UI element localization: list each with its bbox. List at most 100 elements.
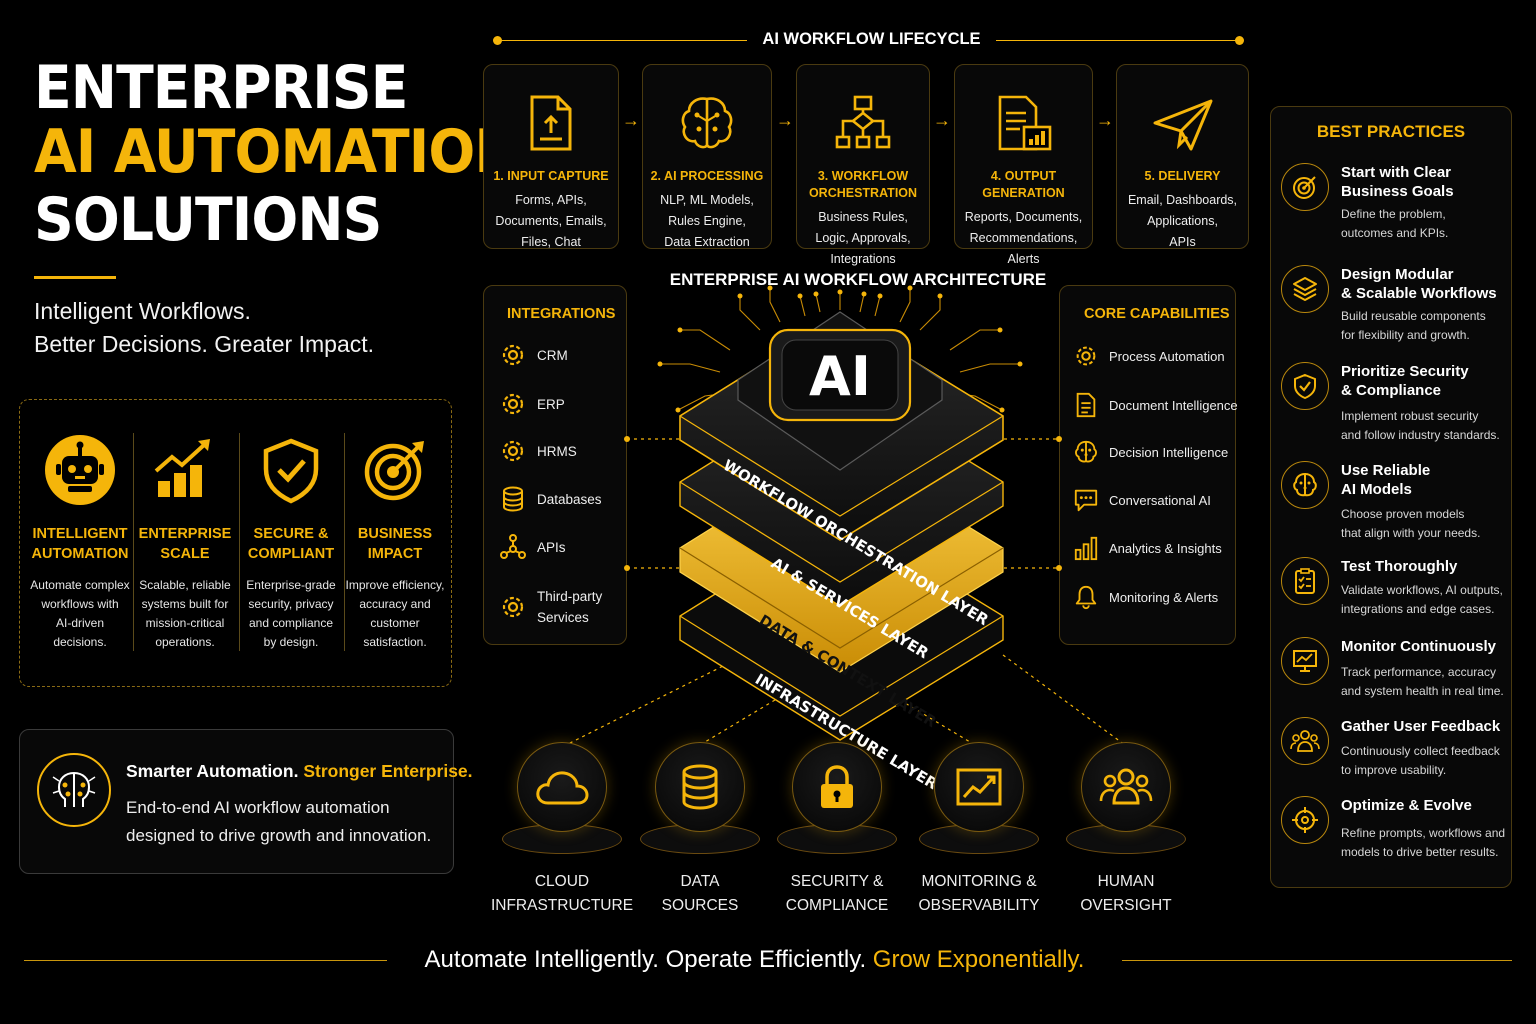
arrow-right-icon: → xyxy=(622,110,640,130)
integration-label: Third-party xyxy=(537,589,603,604)
capability-label: Analytics & Insights xyxy=(1109,540,1222,556)
feature-divider xyxy=(239,433,240,651)
capability-item: Monitoring & Alerts xyxy=(1073,584,1218,610)
integration-label: ERP xyxy=(537,396,565,412)
feature-title: AUTOMATION xyxy=(31,546,129,562)
capabilities-title: CORE CAPABILITIES xyxy=(1084,306,1230,322)
lock-icon xyxy=(792,742,882,832)
integration-item: Databases xyxy=(499,485,602,513)
integration-item: CRM xyxy=(499,341,568,369)
foundation-label: OBSERVABILITY xyxy=(918,897,1040,914)
paper-plane-icon xyxy=(1117,65,1248,153)
feature-divider xyxy=(133,433,134,651)
practice-desc: Build reusable components xyxy=(1341,309,1486,323)
target-icon xyxy=(1281,163,1329,211)
shield-check-icon xyxy=(1281,362,1329,410)
step-title: 1. INPUT CAPTURE xyxy=(493,169,609,183)
foundation-label: INFRASTRUCTURE xyxy=(490,897,634,914)
feature-title: INTELLIGENT xyxy=(32,526,128,542)
feature-intelligent-automation: INTELLIGENT AUTOMATION Automate complex wo… xyxy=(28,430,132,652)
capability-item: Process Automation xyxy=(1073,343,1225,369)
feature-desc: by design. xyxy=(263,635,319,649)
gear-icon xyxy=(502,440,524,462)
practice-title: AI Models xyxy=(1341,481,1412,498)
database-icon xyxy=(503,486,523,512)
step-desc: Files, Chat xyxy=(521,235,581,249)
feature-desc: Improve efficiency, xyxy=(345,578,445,592)
practice-desc: models to drive better results. xyxy=(1341,845,1499,859)
practice-desc: Choose proven models xyxy=(1341,507,1465,521)
practice-desc: outcomes and KPIs. xyxy=(1341,226,1449,240)
step-desc: Rules Engine, xyxy=(668,214,746,228)
practice-title: Monitor Continuously xyxy=(1341,638,1496,655)
brain-icon xyxy=(1281,461,1329,509)
foundation-label: HUMAN xyxy=(1097,873,1155,890)
people-icon xyxy=(1281,717,1329,765)
best-practice-item: Test Thoroughly Validate workflows, AI o… xyxy=(1281,557,1506,627)
foundation-label: DATA xyxy=(680,873,720,890)
integrations-title: INTEGRATIONS xyxy=(507,306,616,322)
promo-body: End-to-end AI workflow automation design… xyxy=(126,794,431,850)
step-title: 4. OUTPUT GENERATION xyxy=(982,169,1065,200)
feature-desc: Automate complex xyxy=(30,578,130,592)
integration-label: HRMS xyxy=(537,443,577,459)
foundation-label: SECURITY & xyxy=(790,873,884,890)
feature-title: IMPACT xyxy=(367,546,423,562)
best-practice-item: Gather User Feedback Continuously collec… xyxy=(1281,717,1506,787)
feature-desc: mission-critical xyxy=(145,616,225,630)
feature-desc: operations. xyxy=(155,635,215,649)
step-desc: Applications, xyxy=(1147,214,1218,228)
gear-icon xyxy=(502,393,524,415)
foundation-label: OVERSIGHT xyxy=(1080,897,1172,914)
practice-desc: Implement robust security xyxy=(1341,409,1479,423)
practice-title: & Compliance xyxy=(1341,382,1442,399)
cloud-icon xyxy=(517,742,607,832)
foundation-monitoring: MONITORING &OBSERVABILITY xyxy=(904,742,1054,918)
practice-title: Design Modular xyxy=(1341,266,1454,283)
gear-icon xyxy=(1076,346,1096,366)
practice-title: Optimize & Evolve xyxy=(1341,797,1472,814)
ai-chip xyxy=(737,311,943,471)
integration-item: ERP xyxy=(499,390,565,418)
step-desc: Recommendations, xyxy=(969,231,1078,245)
feature-desc: workflows with xyxy=(41,597,119,611)
target-icon xyxy=(343,430,447,510)
capabilities-panel xyxy=(1059,285,1236,645)
tagline-line-2: Better Decisions. Greater Impact. xyxy=(34,331,375,357)
bar-chart-icon xyxy=(1074,536,1098,561)
step-title: 2. AI PROCESSING xyxy=(650,169,764,183)
step-title: ORCHESTRATION xyxy=(808,186,918,200)
step-title: 5. DELIVERY xyxy=(1144,169,1221,183)
feature-title: COMPLIANT xyxy=(247,546,335,562)
integration-label: Databases xyxy=(537,491,602,507)
growth-chart-icon xyxy=(133,430,237,510)
feature-divider xyxy=(344,433,345,651)
step-desc: Integrations xyxy=(830,252,896,266)
lifecycle-title: AI WORKFLOW LIFECYCLE xyxy=(762,30,981,48)
feature-title: BUSINESS xyxy=(357,526,433,542)
feature-desc: satisfaction. xyxy=(363,635,427,649)
step-desc: Data Extraction xyxy=(664,235,750,249)
foundation-human: HUMAN OVERSIGHT xyxy=(1051,742,1201,918)
capability-label: Decision Intelligence xyxy=(1109,444,1229,460)
capability-item: Analytics & Insights xyxy=(1073,535,1222,561)
feature-desc: systems built for xyxy=(141,597,229,611)
promo-lead-yellow: Stronger Enterprise. xyxy=(303,761,473,781)
practice-title: Test Thoroughly xyxy=(1341,558,1458,575)
feature-desc: Enterprise-grade xyxy=(246,578,336,592)
best-practice-item: Prioritize Security& Compliance Implemen… xyxy=(1281,362,1506,452)
database-icon xyxy=(655,742,745,832)
best-practice-item: Use Reliable AI Models Choose proven mode… xyxy=(1281,461,1506,551)
practice-desc: and follow industry standards. xyxy=(1341,428,1500,442)
practice-desc: and system health in real time. xyxy=(1341,684,1504,698)
tagline-line-1: Intelligent Workflows. xyxy=(34,298,251,324)
practice-title: Use Reliable xyxy=(1341,462,1431,479)
integration-item: APIs xyxy=(499,533,566,561)
best-practices-title: BEST PRACTICES xyxy=(1316,122,1466,141)
step-desc: Forms, APIs, xyxy=(515,193,587,207)
brain-circuit-icon xyxy=(643,65,771,153)
integration-label: CRM xyxy=(537,347,568,363)
